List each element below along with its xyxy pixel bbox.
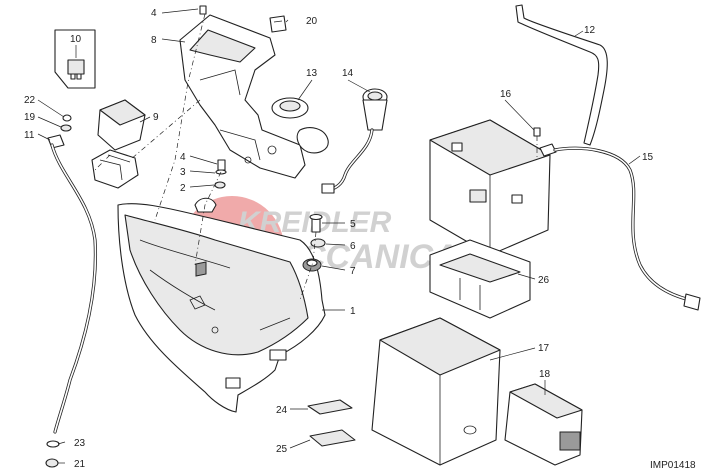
callout-19: 19 [24,112,36,123]
callout-21: 21 [74,459,86,470]
battery-tray [117,203,326,413]
callout-3: 3 [180,167,186,178]
callout-13: 13 [306,68,318,79]
power-socket [321,88,388,194]
ground-cable-assembly [45,114,98,468]
callout-14: 14 [342,68,354,79]
callout-4-upper: 4 [151,8,157,19]
callout-1: 1 [350,306,356,317]
drawing-code: IMP01418 [650,460,696,471]
battery [429,119,551,256]
callout-4-lower: 4 [180,152,186,163]
callout-10: 10 [70,34,82,45]
relay [91,99,146,189]
callout-16: 16 [500,89,512,100]
callout-6: 6 [350,241,356,252]
callout-11: 11 [24,130,35,141]
adhesive-pads [307,399,356,447]
callout-20: 20 [306,16,318,27]
callout-24: 24 [276,405,288,416]
callout-22: 22 [24,95,36,106]
callout-23: 23 [74,438,86,449]
callout-25: 25 [276,444,288,455]
connector-20 [269,15,287,33]
callout-12: 12 [584,25,596,36]
callout-17: 17 [538,343,550,354]
callout-9: 9 [153,112,159,123]
callout-26: 26 [538,275,550,286]
callout-15: 15 [642,152,654,163]
socket-cap [271,97,329,154]
fuse-callout [54,29,96,89]
callout-7: 7 [350,266,356,277]
foam-block [504,383,583,466]
callout-8: 8 [151,35,157,46]
callout-labels: 1 2 3 4 5 6 7 8 9 10 11 12 13 14 15 16 1… [24,8,654,470]
callout-18: 18 [539,369,551,380]
fastener-set-left [194,5,227,277]
callout-5: 5 [350,219,356,230]
callout-2: 2 [180,183,186,194]
leader-lines [37,8,641,464]
battery-box [371,317,501,466]
insulating-tray [429,239,531,319]
battery-cable [539,143,701,311]
assembly-lines [94,13,538,301]
battery-strap [515,4,608,146]
